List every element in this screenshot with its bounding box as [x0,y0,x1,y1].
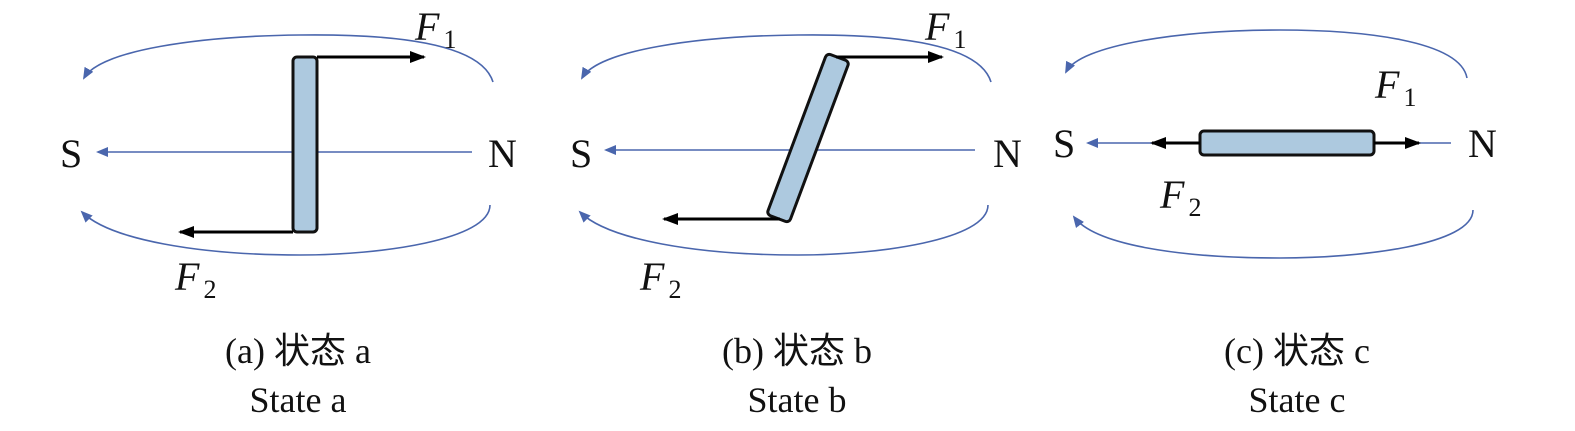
south-pole-label: S [60,131,82,176]
caption-cn: (b) 状态 b [722,331,872,371]
field-line-bottom [578,204,989,256]
field-line-bottom [1072,209,1474,259]
field-line-top [581,34,992,83]
caption-cn: (c) 状态 c [1224,331,1370,371]
conductor-bar [291,55,319,234]
field-line-top [83,34,494,83]
north-pole-label: N [488,131,517,176]
conductor-bar [1198,129,1376,157]
caption-en: State b [748,380,847,420]
north-pole-label: N [993,131,1022,176]
north-pole-label: N [1468,121,1497,166]
south-pole-label: S [1053,121,1075,166]
field-line-bottom [80,204,491,256]
caption-en: State a [250,380,347,420]
caption-en: State c [1249,380,1346,420]
conductor-bar [766,52,850,224]
caption-cn: (a) 状态 a [225,331,371,371]
south-pole-label: S [570,131,592,176]
field-line-top [1065,29,1468,79]
